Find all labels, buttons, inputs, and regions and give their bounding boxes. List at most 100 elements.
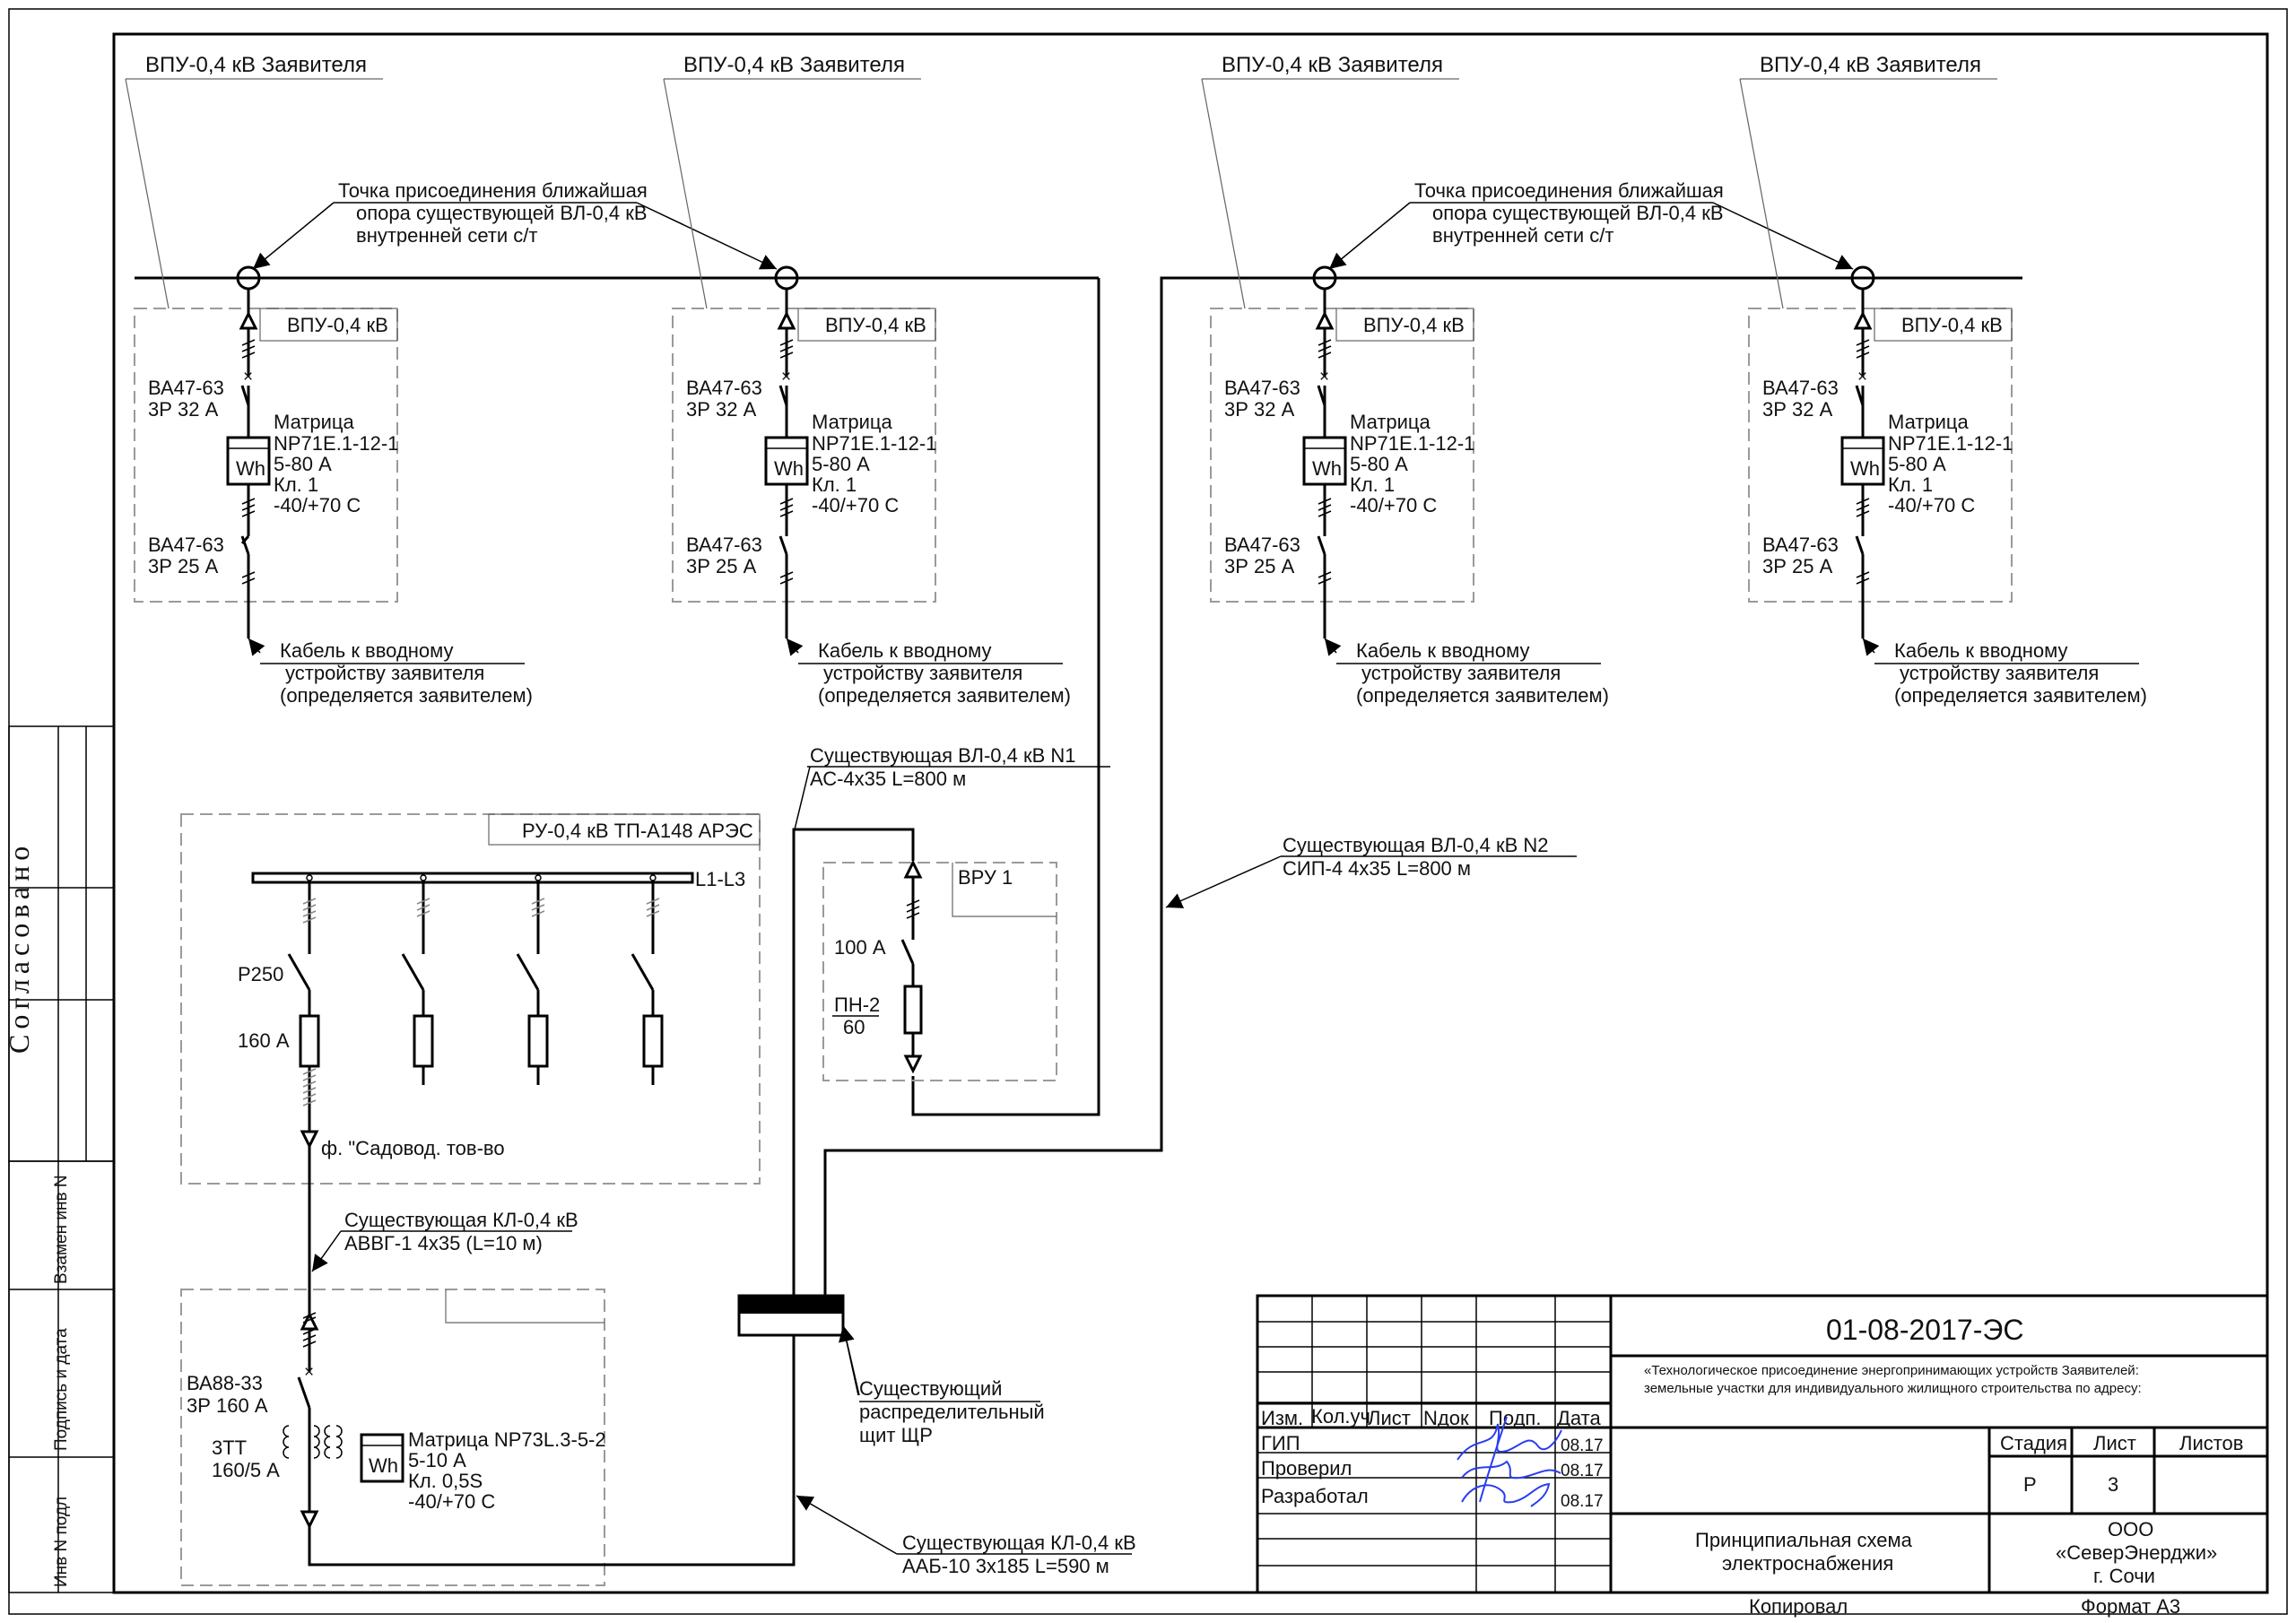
- meter-line: -40/+70 С: [1350, 494, 1437, 516]
- cross-mark: ×: [1857, 368, 1867, 386]
- fuse-rating: 160 А: [238, 1029, 290, 1052]
- kl-abvg-line: Существующая КЛ-0,4 кВ: [344, 1209, 578, 1231]
- fuse-symbol: [903, 985, 923, 1035]
- role-developed: Разработал: [1261, 1485, 1369, 1507]
- header-date: Дата: [1557, 1407, 1601, 1429]
- vpu-box-label: ВПУ-0,4 кВ: [825, 314, 926, 336]
- sheet-label: Лист: [2093, 1432, 2136, 1454]
- fuse-symbol: [642, 1014, 664, 1068]
- date-checked: 08.17: [1561, 1462, 1604, 1480]
- meter-line: 5-80 А: [812, 453, 870, 475]
- vpu-block-1: ВПУ-0,4 кВ Заявителя ВПУ-0,4 кВ × Wh ВА4…: [125, 53, 533, 707]
- breaker2-line: ВА47-63: [686, 534, 762, 556]
- vpu-box-label: ВПУ-0,4 кВ: [1363, 314, 1465, 336]
- left-side-strip: Согласовано Взамен инв N Подпись и дата …: [3, 725, 115, 1593]
- stage-label: Стадия: [2000, 1432, 2067, 1454]
- cabinet-meter-line: 5-10 А: [408, 1449, 466, 1471]
- breaker2-line: 3Р 25 А: [1224, 555, 1295, 577]
- cross-mark: ×: [304, 1363, 314, 1382]
- busbar-label: L1-L3: [695, 868, 745, 890]
- fuse-symbol: [527, 1014, 549, 1068]
- header-izm: Изм.: [1261, 1407, 1303, 1429]
- signatures: [1457, 1416, 1562, 1507]
- connection-note-left: Точка присоединения ближайшая опора суще…: [252, 179, 778, 270]
- meter-symbol-label: Wh: [236, 457, 265, 480]
- company-line: «СеверЭнерджи»: [2056, 1541, 2217, 1564]
- meter-symbol-label: Wh: [1312, 457, 1342, 480]
- breaker1-line: 3Р 32 А: [686, 398, 757, 421]
- overhead-line-n2: [823, 276, 2022, 1296]
- connection-note-line: внутренней сети с/т: [1432, 224, 1614, 247]
- vru-1: ВРУ 1 100 А ПН-2 60: [792, 828, 1057, 1296]
- vpu-box-label: ВПУ-0,4 кВ: [1901, 314, 2003, 336]
- kl-abvg-label: Существующая КЛ-0,4 кВ АВВГ-1 4х35 (L=10…: [311, 1209, 578, 1272]
- vl-n2-line: СИП-4 4х35 L=800 м: [1283, 857, 1471, 880]
- drawing-name-line: Принципиальная схема: [1695, 1529, 1913, 1551]
- role-checked: Проверил: [1261, 1457, 1352, 1480]
- breaker1-line: ВА47-63: [686, 377, 762, 399]
- meter-symbol-label: Wh: [369, 1454, 398, 1477]
- cabinet-breaker-line: ВА88-33: [187, 1372, 263, 1394]
- meter-line: -40/+70 С: [812, 494, 899, 516]
- shch-line: Существующий: [859, 1377, 1002, 1400]
- vpu-top-label: ВПУ-0,4 кВ Заявителя: [145, 53, 367, 77]
- header-ndok: Nдок: [1423, 1407, 1469, 1429]
- company-line: ООО: [2108, 1518, 2153, 1541]
- vru-current: 100 А: [834, 936, 886, 959]
- fuse-symbol: [413, 1014, 434, 1068]
- description-line: земельные участки для индивидуального жи…: [1644, 1381, 2142, 1396]
- meter-symbol: [360, 1433, 404, 1483]
- vru-fuse-line: ПН-2: [834, 994, 880, 1016]
- cable-line: Кабель к вводному: [818, 639, 992, 662]
- doc-code: 01-08-2017-ЭС: [1826, 1314, 2023, 1346]
- connection-note-line: внутренней сети с/т: [356, 224, 538, 247]
- cabinet-meter-line: -40/+70 С: [408, 1490, 495, 1513]
- kl-aab-label: Существующая КЛ-0,4 кВ ААБ-10 3х185 L=59…: [796, 1495, 1136, 1577]
- breaker2-line: 3Р 25 А: [148, 555, 219, 577]
- vl-n1-label: Существующая ВЛ-0,4 кВ N1 АС-4х35 L=800 …: [794, 744, 1110, 830]
- kl-abvg-line: АВВГ-1 4х35 (L=10 м): [344, 1232, 543, 1254]
- meter-line: -40/+70 С: [274, 494, 361, 516]
- breaker1-line: 3Р 32 А: [1224, 398, 1295, 421]
- signature-date-label: Подпись и дата: [52, 1328, 71, 1451]
- vru-label: ВРУ 1: [958, 866, 1013, 889]
- cross-mark: ×: [1319, 368, 1329, 386]
- sheets-label: Листов: [2179, 1432, 2243, 1454]
- overhead-line-n1: [135, 276, 1100, 1116]
- cable-line: (определяется заявителем): [1356, 684, 1609, 707]
- meter-line: Кл. 1: [274, 473, 318, 496]
- fuse-symbol: [299, 1014, 320, 1068]
- meter-line: -40/+70 С: [1888, 494, 1975, 516]
- distribution-board: Существующий распределительный щит ЩР: [737, 1294, 1045, 1446]
- ru-substation: РУ-0,4 кВ ТП-А148 АРЭС L1-L3: [180, 813, 761, 1185]
- cable-line: Кабель к вводному: [1356, 639, 1530, 662]
- connection-note-line: Точка присоединения ближайшая: [1414, 179, 1724, 202]
- feeder-1: [287, 874, 320, 1150]
- meter-line: NP71E.1-12-1: [812, 432, 936, 455]
- cross-mark: ×: [781, 368, 791, 386]
- vpu-block-2: ВПУ-0,4 кВ Заявителя ВПУ-0,4 кВ × Wh ВА4…: [663, 53, 1071, 707]
- cable-line: устройству заявителя: [285, 662, 484, 684]
- breaker2-line: ВА47-63: [148, 534, 224, 556]
- meter-line: Кл. 1: [1888, 473, 1933, 496]
- feeder-2: [401, 874, 434, 1085]
- feeder-3: [516, 874, 549, 1085]
- meter-line: 5-80 А: [1350, 453, 1408, 475]
- cable-line: (определяется заявителем): [280, 684, 533, 707]
- breaker2-line: ВА47-63: [1762, 534, 1839, 556]
- vl-n2-line: Существующая ВЛ-0,4 кВ N2: [1283, 834, 1549, 856]
- cable-line: (определяется заявителем): [1894, 684, 2147, 707]
- connection-note-line: опора существующей ВЛ-0,4 кВ: [1432, 202, 1724, 224]
- date-gip: 08.17: [1561, 1436, 1604, 1455]
- breaker1-line: 3Р 32 А: [148, 398, 219, 421]
- breaker1-line: ВА47-63: [1762, 377, 1839, 399]
- meter-cabinet: × Wh ВА88-33 3Р 160 А 3ТТ 160/5 А Матриц…: [180, 1289, 796, 1586]
- meter-line: Матрица: [274, 411, 355, 433]
- meter-line: 5-80 А: [274, 453, 332, 475]
- cabinet-breaker-line: 3Р 160 А: [187, 1394, 268, 1417]
- header-kol-uch: Кол.уч: [1311, 1405, 1370, 1428]
- vpu-top-label: ВПУ-0,4 кВ Заявителя: [1760, 53, 1981, 77]
- busbar: [251, 872, 694, 884]
- date-developed: 08.17: [1561, 1492, 1604, 1511]
- vru-fuse-line: 60: [843, 1016, 865, 1038]
